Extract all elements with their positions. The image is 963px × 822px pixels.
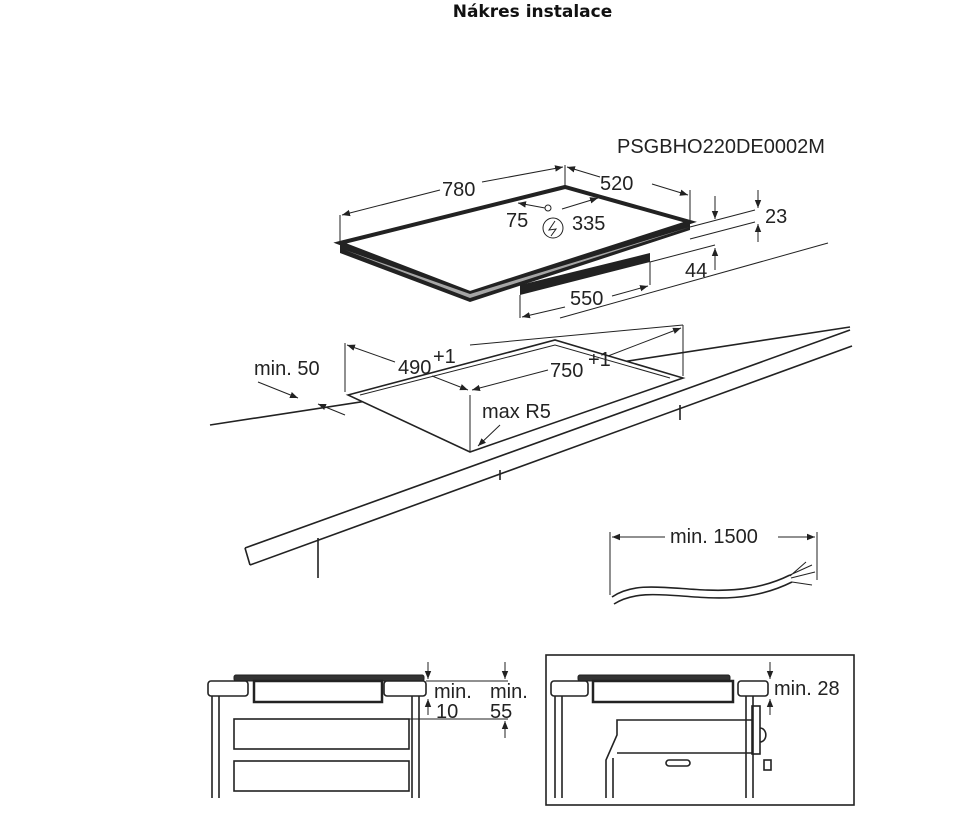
total-height-label: 44 <box>685 260 707 282</box>
electric-connection-icon <box>542 217 564 239</box>
min-clearance-label: min. 28 <box>774 678 840 700</box>
cable-drawing: min. 1500 <box>609 526 818 605</box>
hob-drawing: 780 520 75 335 23 44 550 <box>333 165 829 319</box>
cable-length-label: min. 1500 <box>670 526 758 548</box>
min-edge-label: min. 50 <box>254 358 320 380</box>
conn-left-label: 75 <box>506 210 528 232</box>
page-title: Nákres instalace <box>452 2 613 22</box>
min-b-label: min. <box>490 681 528 703</box>
min-a-label: min. <box>434 681 472 703</box>
min-a-value: 10 <box>436 701 458 723</box>
cutout-depth-tolerance: +1 <box>433 346 456 368</box>
min-b-value: 55 <box>490 701 512 723</box>
conn-right-label: 335 <box>572 213 605 235</box>
cutout-width-label: 750 <box>550 360 583 382</box>
body-width-label: 550 <box>570 288 603 310</box>
corner-radius-label: max R5 <box>482 401 551 423</box>
hob-depth-label: 520 <box>600 173 633 195</box>
glass-thickness-label: 23 <box>765 206 787 228</box>
oven-installation-drawing: min. 28 <box>545 654 855 806</box>
cutout-width-tolerance: +1 <box>588 349 611 371</box>
hob-width-label: 780 <box>442 179 475 201</box>
drawer-installation-drawing: min. 10 min. 55 <box>207 662 528 798</box>
countertop-drawing: min. 50 490 +1 750 +1 max R5 <box>209 324 853 578</box>
model-code: PSGBHO220DE0002M <box>617 136 825 158</box>
cutout-depth-label: 490 <box>398 357 431 379</box>
